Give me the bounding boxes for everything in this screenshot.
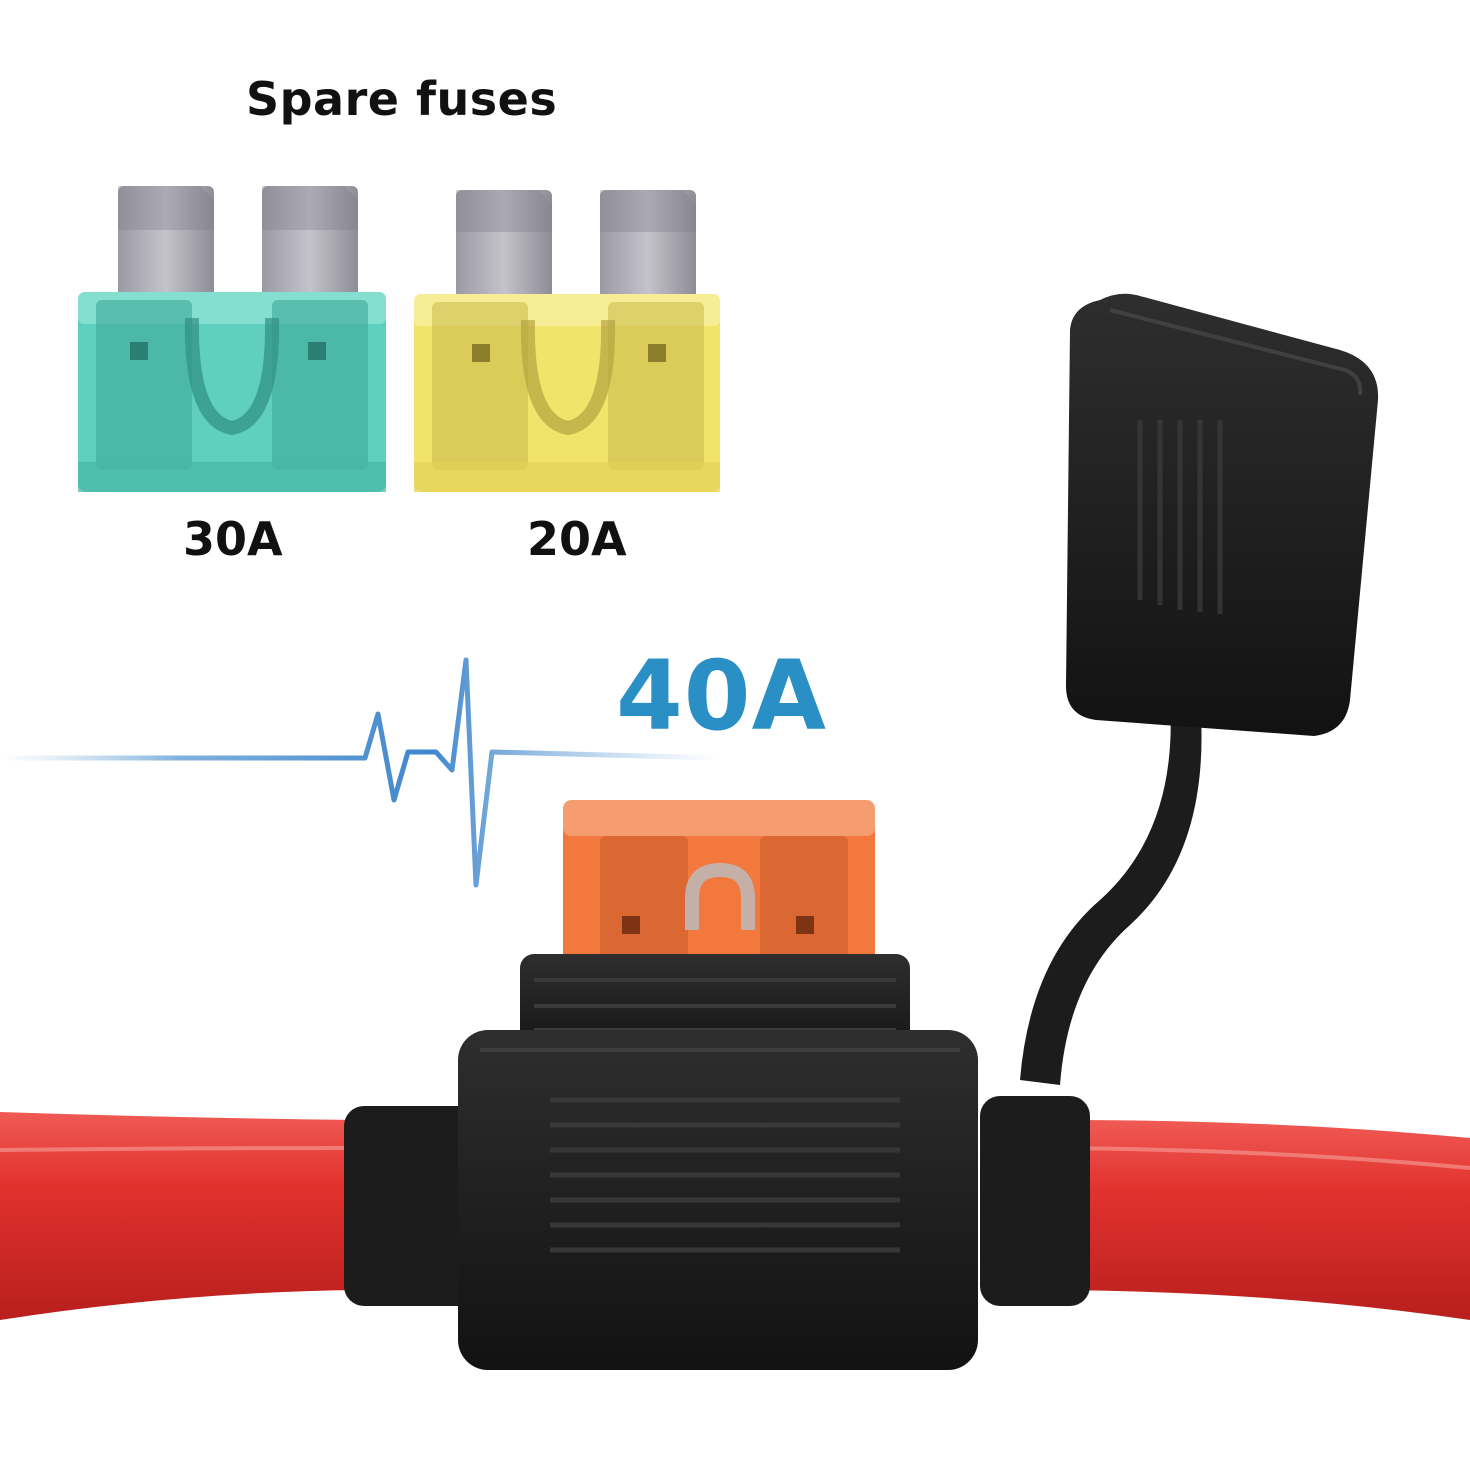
fuse-30a-label: 30A <box>183 512 283 566</box>
spare-fuses-title: Spare fuses <box>246 72 558 126</box>
fuse-20a-icon <box>414 190 720 492</box>
fuse-holder-body <box>344 954 1090 1370</box>
pulse-wave-icon <box>0 657 721 888</box>
fuse-40a-label: 40A <box>616 640 827 752</box>
red-wire <box>0 1112 1470 1320</box>
fuse-30a-icon <box>78 186 386 492</box>
fuse-20a-label: 20A <box>527 512 627 566</box>
holder-cap <box>1066 293 1379 736</box>
cap-strap <box>1020 700 1202 1085</box>
fuse-40a-icon <box>563 800 875 980</box>
